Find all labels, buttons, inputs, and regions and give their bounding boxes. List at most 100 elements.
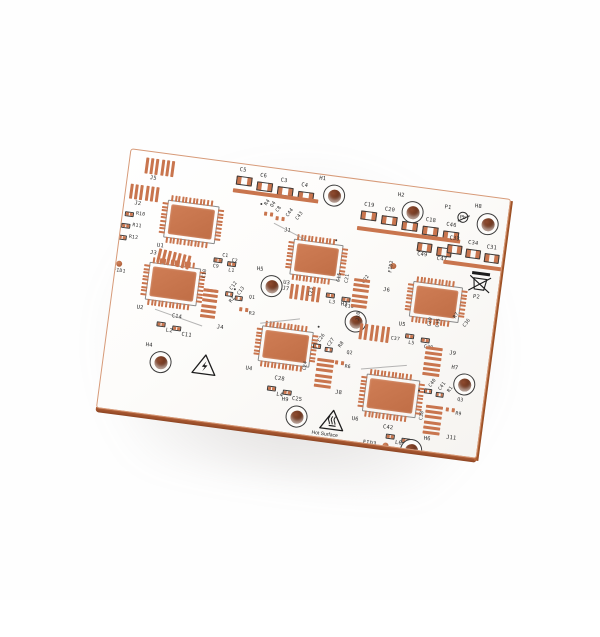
- silk-c40: C40: [428, 378, 438, 389]
- trace-c: [360, 364, 407, 369]
- cap-c27: [324, 346, 333, 353]
- chip-u6: [356, 368, 426, 424]
- silk-c33: C33: [449, 235, 461, 243]
- silk-h9: H9: [281, 396, 289, 404]
- silk-r11: R11: [132, 223, 142, 230]
- mounting-hole-h4: [148, 349, 173, 375]
- passive-c8-pads: [275, 216, 285, 222]
- cap-c33: [446, 244, 463, 255]
- cap-c19: [360, 210, 378, 222]
- silk-c26: C26: [317, 332, 327, 344]
- silk-u6: U6: [351, 415, 359, 423]
- silk-q1: Q1: [248, 295, 256, 302]
- cap-c9: [213, 257, 223, 264]
- cap-c20: [380, 215, 398, 227]
- connector-j7-pads: [289, 283, 321, 303]
- cap-c11: [171, 325, 182, 332]
- silk-u2: U2: [136, 304, 144, 312]
- silk-h5: H5: [256, 266, 264, 273]
- silk-h7: H7: [450, 364, 459, 372]
- connector-j5-pads: [144, 157, 176, 178]
- silk-c42: C42: [382, 424, 394, 432]
- fiducial-fid1: [115, 260, 123, 268]
- silk-l5: L5: [407, 340, 415, 347]
- silk-c36: C36: [462, 318, 472, 329]
- cap-c25: [282, 389, 292, 396]
- silk-c34: C34: [467, 239, 479, 248]
- mounting-hole-h5: [259, 273, 284, 299]
- silk-h1: H1: [318, 175, 327, 183]
- silk-c20: C20: [384, 206, 396, 214]
- silk-c29: C29: [427, 316, 434, 327]
- inductor-l5: [404, 333, 415, 340]
- silk-c37: C37: [390, 336, 401, 343]
- cap-c41: [435, 391, 444, 398]
- weee-crossed-bin-icon: [467, 269, 492, 296]
- photo-canvas: J5 J2 R10 R11 R12 FID1: [0, 0, 600, 600]
- silk-r3: R3: [248, 311, 256, 318]
- silk-j5: J5: [149, 175, 158, 182]
- chip-u1: [157, 194, 225, 250]
- silk-j4: J4: [216, 324, 224, 332]
- silk-h3: H3: [340, 301, 349, 309]
- silk-r1: R1: [446, 385, 455, 394]
- inductor-l1: [226, 261, 237, 268]
- passive-q4-pads: [263, 211, 274, 217]
- pb-free-rohs-icon: Pb: [456, 211, 470, 224]
- silk-h2: H2: [397, 192, 405, 199]
- test-point-d: [233, 288, 236, 291]
- silk-j3: J3: [149, 249, 158, 257]
- silk-c8: C8: [275, 205, 283, 214]
- silk-c9: C9: [212, 264, 220, 270]
- cap-c26: [312, 343, 322, 350]
- cap-c12: [224, 291, 234, 298]
- connector-j10-pads: [358, 323, 391, 344]
- hot-surface-warning-icon: [318, 407, 347, 433]
- silk-fid2: FID2: [388, 260, 396, 274]
- transistor-q3-pads: [445, 407, 456, 413]
- silk-fid1: FID1: [112, 268, 126, 275]
- inductor-l6: [385, 433, 396, 440]
- connector-j4-bank: [199, 288, 219, 319]
- silk-j6: J6: [382, 286, 391, 294]
- resistor-r11: [120, 222, 131, 229]
- silk-c25: C25: [291, 395, 303, 404]
- silk-u5: U5: [398, 321, 406, 329]
- mounting-hole-h8: [475, 211, 501, 237]
- cap-c5: [235, 175, 253, 187]
- board-top-surface: J5 J2 R10 R11 R12 FID1: [95, 148, 512, 459]
- silk-c46: C46: [445, 221, 457, 230]
- silk-r9: R9: [454, 411, 462, 418]
- silk-j8: J8: [334, 389, 343, 397]
- silk-h6: H6: [423, 435, 432, 443]
- test-point-a: [260, 202, 263, 206]
- mounting-hole-h1: [321, 183, 347, 208]
- silk-c35: C35: [435, 317, 442, 328]
- silk-c10: C10: [202, 268, 209, 279]
- cap-c30: [420, 337, 431, 344]
- silk-c43: C43: [295, 211, 305, 222]
- inductor-l2: [156, 321, 166, 328]
- connector-j9-bank: [422, 346, 443, 378]
- silk-q3: Q3: [456, 397, 464, 404]
- chip-u4: [252, 320, 320, 374]
- silk-c21: C21: [344, 273, 351, 284]
- silk-r12: R12: [128, 234, 139, 242]
- connector-j8-bank: [313, 357, 335, 389]
- silk-p1: P1: [444, 204, 452, 212]
- connector-j2-pads: [128, 183, 160, 203]
- mounting-hole-h9: [284, 404, 309, 429]
- high-voltage-warning-icon: [190, 351, 219, 377]
- resistor-r12: [117, 234, 128, 241]
- mounting-hole-h7: [451, 372, 477, 397]
- silk-c4: C4: [300, 182, 309, 190]
- silk-c11: C11: [180, 331, 193, 339]
- silk-u4: U4: [245, 365, 253, 373]
- silk-c6: C6: [259, 172, 268, 180]
- silk-j11: J11: [445, 434, 457, 442]
- transistor-q1-pads: [239, 307, 249, 313]
- inductor-l3: [325, 292, 336, 299]
- connector-j11-bank: [422, 404, 444, 436]
- inductor-l4: [266, 385, 277, 392]
